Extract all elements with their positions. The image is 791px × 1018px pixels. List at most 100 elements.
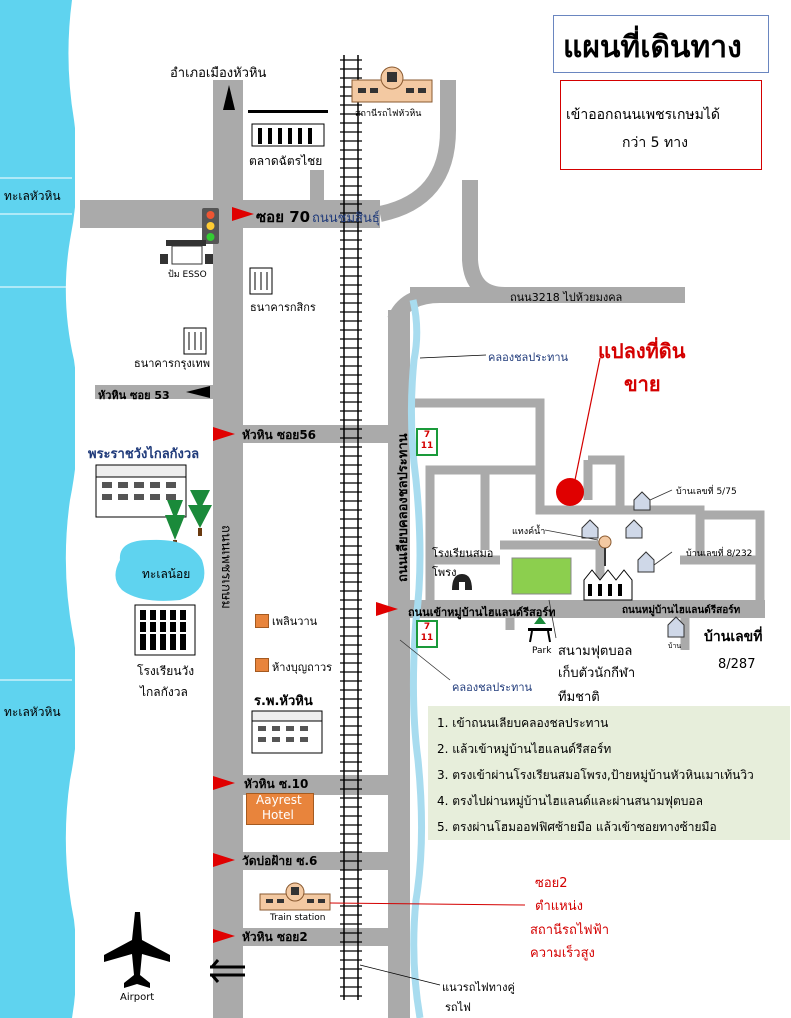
football-label-1: สนามฟุตบอล xyxy=(558,644,633,659)
water-tank-label: แทงค์น้ำ xyxy=(512,527,546,537)
house-8232-label: บ้านเลขที่ 8/232 xyxy=(686,549,753,559)
soi6-road xyxy=(243,852,393,870)
bunyathavorn-label: ห้างบุญถาวร xyxy=(272,661,333,674)
canal-label-bottom: คลองชลประทาน xyxy=(452,681,533,694)
bangkok-bank-label: ธนาคารกรุงเทพ xyxy=(134,357,211,370)
shoreline xyxy=(0,0,100,1018)
soi70-flag xyxy=(232,207,254,221)
phlernwan-marker xyxy=(255,614,269,628)
house-8287-label-1: บ้านเลขที่ xyxy=(704,629,763,645)
aayrest-label-1: Aayrest xyxy=(256,793,302,807)
soi56-flag xyxy=(213,427,235,441)
direction-1: 1. เข้าถนนเลียบคลองชลประทาน xyxy=(437,716,609,730)
soi10-flag xyxy=(213,776,235,790)
soi2-note-3: สถานีรถไฟฟ้า xyxy=(530,923,610,938)
house-575-label: บ้านเลขที่ 5/75 xyxy=(676,487,737,497)
soi2-flag xyxy=(213,929,235,943)
airport-label: Airport xyxy=(120,992,155,1003)
train-station-label: Train station xyxy=(270,913,326,923)
soi56-label: หัวหิน ซอย56 xyxy=(242,428,317,442)
kasikorn-label: ธนาคารกสิกร xyxy=(250,301,316,314)
soi2-note-1: ซอย2 xyxy=(535,876,568,891)
district-label: อำเภอเมืองหัวหิน xyxy=(170,66,267,81)
village-road-flag xyxy=(376,602,398,616)
chomsin-label: ถนนชมสินธุ์ xyxy=(312,211,380,226)
school-klai-label-1: โรงเรียนวัง xyxy=(137,664,195,678)
station-top-label: สถานีรถไฟหัวหิน xyxy=(355,109,422,119)
village-road-label: ถนนเข้าหมู่บ้านไฮแลนด์รีสอร์ท xyxy=(408,606,556,619)
school-somor-label: โรงเรียนสมอ xyxy=(432,547,494,560)
canal-road xyxy=(388,310,410,1018)
sea xyxy=(0,0,75,1018)
page-title: แผนที่เดินทาง xyxy=(563,30,742,65)
direction-4: 4. ตรงไปผ่านหมู่บ้านไฮแลนด์และผ่านสนามฟุ… xyxy=(437,794,703,808)
football-label-3: ทีมชาติ xyxy=(558,690,600,705)
title-box xyxy=(553,15,769,73)
esso-label: ป้ม ESSO xyxy=(168,270,207,280)
lake-label: ทะเลน้อย xyxy=(142,567,191,581)
aayrest-hotel xyxy=(246,793,314,825)
market-label: ตลาดฉัตรไชย xyxy=(249,154,323,168)
direction-5: 5. ตรงผ่านโฮมออฟฟิศซ้ายมือ แล้วเข้าซอยทา… xyxy=(437,820,717,834)
rail-note-1: แนวรถไฟทางคู่ xyxy=(442,981,515,994)
info-line-1: เข้าออกถนนเพชรเกษมได้ xyxy=(566,107,721,123)
phrong-label: โพรง xyxy=(432,566,457,579)
direction-2: 2. แล้วเข้าหมู่บ้านไฮแลนด์รีสอร์ท xyxy=(437,742,612,756)
soi70-label: ซอย 70 xyxy=(256,208,311,226)
soi53-label: หัวหิน ซอย 53 xyxy=(98,389,170,402)
canal-label-top: คลองชลประทาน xyxy=(488,351,569,364)
market-road xyxy=(310,170,324,200)
sea-label-bottom: ทะเลหัวหิน xyxy=(4,705,61,719)
soi2-label: หัวหิน ซอย2 xyxy=(242,930,308,944)
road3218-label: ถนน3218 ไปห้วยมงคล xyxy=(510,291,623,304)
phlernwan-label: เพลินวาน xyxy=(272,615,318,628)
aayrest-label-2: Hotel xyxy=(262,808,294,822)
bunyathavorn-marker xyxy=(255,658,269,672)
soi10-label: หัวหิน ซ.10 xyxy=(244,777,309,791)
sea-label-top: ทะเลหัวหิน xyxy=(4,189,61,203)
village-road xyxy=(410,600,765,618)
soi2-note-4: ความเร็วสูง xyxy=(530,946,595,961)
village-road-right-label: ถนนหมู่บ้านไฮแลนด์รีสอร์ท xyxy=(622,605,741,616)
house-small-label: บ้าน xyxy=(668,642,682,650)
info-line-2: กว่า 5 ทาง xyxy=(622,135,688,151)
soi6-label: วัดบ่อฝ้าย ซ.6 xyxy=(242,854,318,868)
direction-3: 3. ตรงเข้าผ่านโรงเรียนสมอโพรง,ป้ายหมู่บ้… xyxy=(437,768,754,782)
soi6-flag xyxy=(213,853,235,867)
soi70-road xyxy=(80,200,380,228)
soi53-road xyxy=(95,385,215,399)
directions-box xyxy=(428,706,790,840)
hospital-label: ร.พ.หัวหิน xyxy=(254,694,313,709)
park-label: Park xyxy=(532,646,552,656)
house-8287-label-2: 8/287 xyxy=(718,657,756,672)
land-label-2: ขาย xyxy=(624,372,661,396)
school-klai-label-2: ไกลกังวล xyxy=(140,685,188,699)
palace-label: พระราชวังไกลกังวล xyxy=(88,447,200,462)
info-box xyxy=(560,80,762,170)
rail-note-2: รถไฟ xyxy=(445,1001,471,1014)
